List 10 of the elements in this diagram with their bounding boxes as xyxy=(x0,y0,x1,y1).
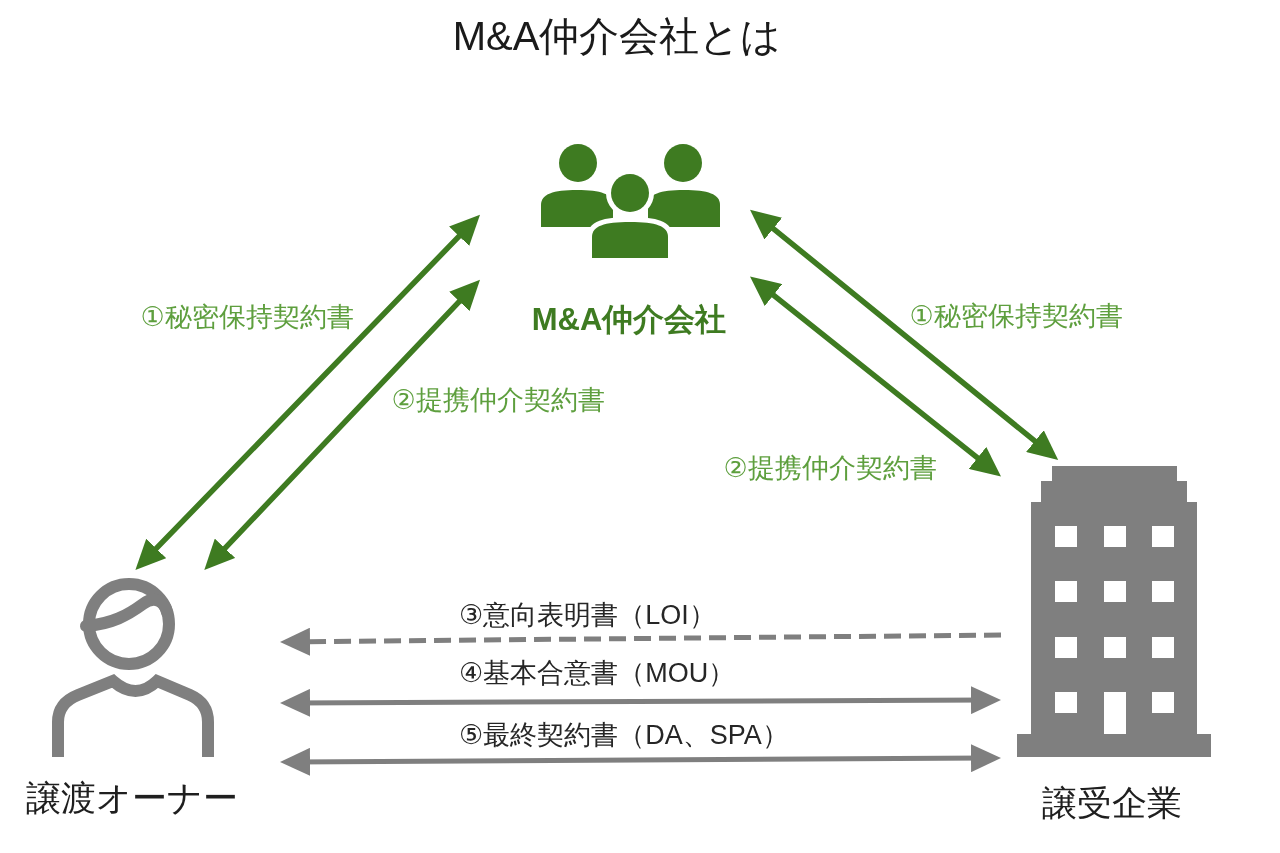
double-arrow xyxy=(133,212,482,572)
title: M&A仲介会社とは xyxy=(452,13,782,60)
node-label: M&A仲介会社 xyxy=(531,301,727,339)
dashed-arrow xyxy=(279,627,1002,656)
double-arrow xyxy=(202,277,482,572)
node-label: 譲受企業 xyxy=(1042,782,1182,824)
node-label: 譲渡オーナー xyxy=(26,777,238,819)
double-arrow xyxy=(748,207,1060,463)
double-arrow xyxy=(748,274,1003,479)
double-arrow xyxy=(280,686,1001,717)
